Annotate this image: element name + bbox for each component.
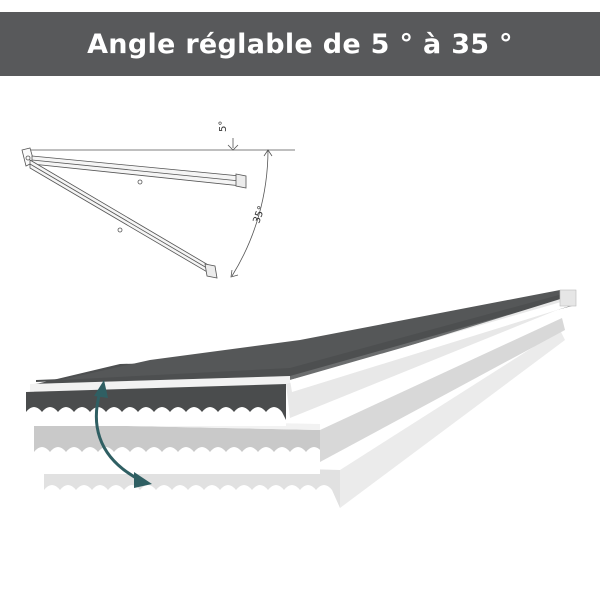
- max-angle-label: 35°: [251, 205, 267, 225]
- arm-5-elbow-joint: [137, 179, 143, 185]
- thirty-five-degree-arc: [231, 149, 269, 277]
- front-rail: [30, 376, 290, 392]
- title-banner: Angle réglable de 5 ° à 35 °: [0, 12, 600, 76]
- arm-35-front-bar: [204, 263, 218, 279]
- curved-double-arrow-icon: [94, 380, 152, 488]
- page-title: Angle réglable de 5 ° à 35 °: [87, 28, 513, 60]
- angle-diagram: [21, 138, 295, 279]
- min-angle-label: 5°: [218, 121, 229, 132]
- arc-bottom-arrowhead: [230, 269, 239, 278]
- arc-top-arrowhead: [263, 149, 273, 157]
- arm-35-elbow-joint: [117, 227, 123, 233]
- arm-35-degree-centerline: [29, 163, 213, 272]
- bracket-pivot: [25, 155, 31, 161]
- wall-mount-bracket: [559, 289, 577, 307]
- awning-main: [26, 289, 577, 426]
- arm-5-front-bar: [235, 173, 247, 189]
- five-degree-arrowhead: [227, 144, 239, 151]
- arm-5-degree-centerline: [31, 159, 241, 182]
- valance-scallops: [26, 407, 286, 426]
